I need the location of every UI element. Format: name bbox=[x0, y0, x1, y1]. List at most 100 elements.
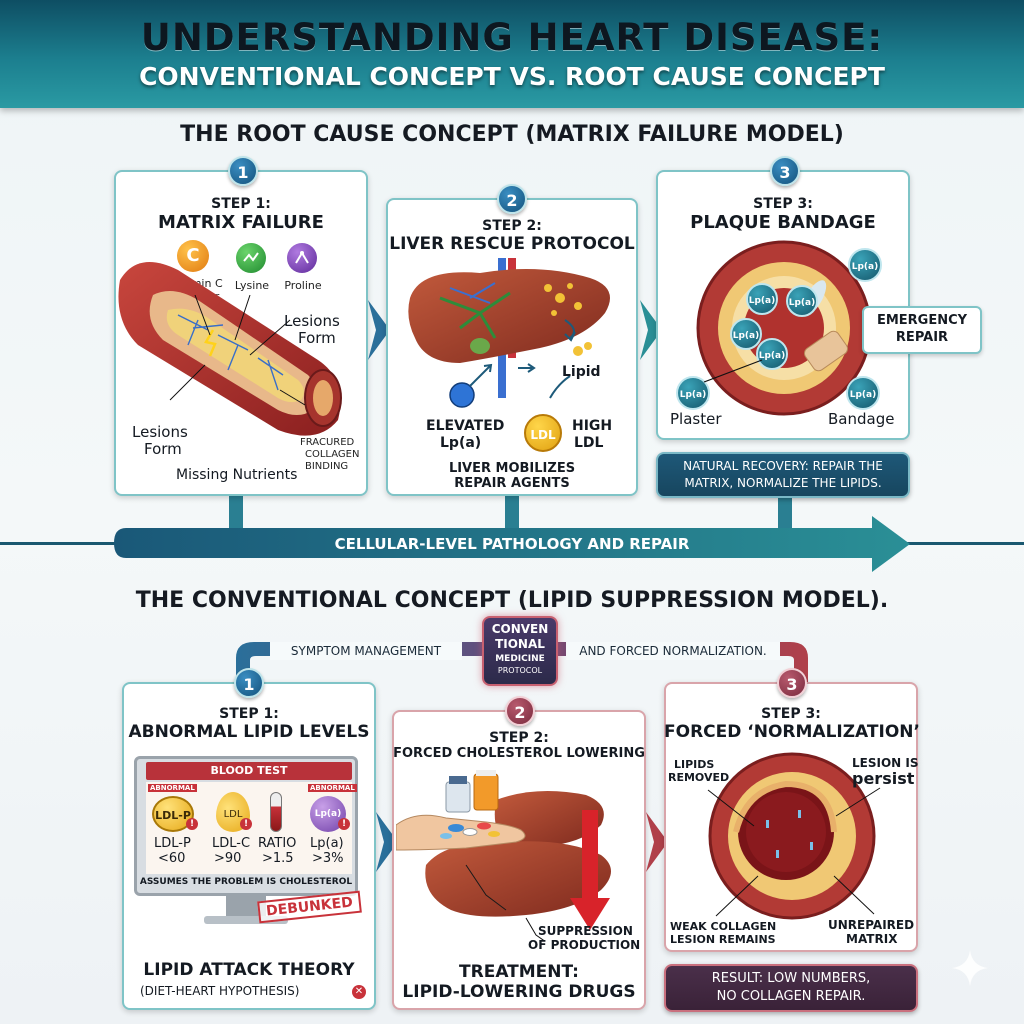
test-tube-icon bbox=[270, 792, 282, 832]
lpa-particle-7: Lp(a) bbox=[846, 376, 880, 410]
forced-label-bg bbox=[566, 642, 780, 660]
lipid-lowering-drugs: LIPID-LOWERING DRUGS bbox=[402, 982, 636, 1002]
lesions-form-left-2: Form bbox=[144, 440, 182, 458]
elevated-lpa-1: ELEVATED bbox=[426, 418, 505, 434]
conv-step3-label: STEP 3: bbox=[761, 706, 821, 722]
lpa-label: Lp(a) bbox=[310, 836, 344, 851]
alert-icon: ! bbox=[240, 818, 252, 830]
lesion-is-label: LESION IS bbox=[852, 756, 919, 770]
root-step1-badge: 1 bbox=[228, 156, 258, 186]
blood-test-label: BLOOD TEST bbox=[210, 764, 288, 777]
x-circle-icon: ✕ bbox=[352, 985, 366, 999]
root-step3-badge: 3 bbox=[770, 156, 800, 186]
assumes-cholesterol: ASSUMES THE PROBLEM IS CHOLESTEROL bbox=[139, 877, 353, 887]
pathology-arrow-label: CELLULAR-LEVEL PATHOLOGY AND REPAIR bbox=[334, 535, 690, 553]
plaster-pointer bbox=[703, 359, 763, 383]
ldl-c-value: >90 bbox=[214, 851, 242, 866]
lipids-removed-1: LIPIDS bbox=[674, 758, 715, 771]
protocol-line-1: CONVEN bbox=[491, 622, 549, 636]
repair-agents: REPAIR AGENTS bbox=[454, 476, 570, 491]
blood-test-header bbox=[146, 762, 352, 780]
step3-callout-lines bbox=[707, 787, 881, 917]
natural-recovery-box bbox=[656, 452, 910, 498]
lipids-removed-2: REMOVED bbox=[668, 771, 730, 784]
conv-step3-badge: 3 bbox=[777, 668, 807, 698]
root-step3-label: STEP 3: bbox=[753, 196, 813, 212]
result-line-1: RESULT: LOW NUMBERS, bbox=[711, 971, 871, 986]
root-step1-title: MATRIX FAILURE bbox=[158, 212, 324, 233]
unrepaired-2: MATRIX bbox=[846, 932, 898, 946]
conv-step1-label: STEP 1: bbox=[219, 706, 279, 722]
ratio-value: >1.5 bbox=[262, 851, 294, 866]
recovery-line-2: MATRIX, NORMALIZE THE LIPIDS. bbox=[684, 476, 882, 490]
lysine-label: Lysine bbox=[234, 279, 270, 292]
stem-1 bbox=[229, 496, 243, 530]
conv-section-title: THE CONVENTIONAL CONCEPT (LIPID SUPPRESS… bbox=[135, 588, 889, 613]
protocol-badge bbox=[482, 616, 558, 686]
root-step3-title: PLAQUE BANDAGE bbox=[690, 212, 876, 233]
ldl-c-label: LDL-C bbox=[212, 836, 251, 851]
sparkle-icon bbox=[952, 950, 988, 986]
conv-step1-title: ABNORMAL LIPID LEVELS bbox=[128, 722, 370, 742]
step1-callout-lines bbox=[169, 295, 306, 406]
suppression-label-1: SUPPRESSION bbox=[538, 924, 633, 938]
stem-3 bbox=[778, 496, 792, 530]
plaster-label: Plaster bbox=[670, 410, 722, 428]
high-ldl-1: HIGH bbox=[572, 418, 613, 434]
diet-heart-hypothesis: (DIET-HEART HYPOTHESIS) bbox=[140, 984, 300, 998]
chevron-right-icon bbox=[640, 300, 662, 360]
proline-icon bbox=[287, 243, 317, 273]
lesions-form-right: Lesions bbox=[284, 312, 340, 330]
forced-normalization-label: AND FORCED NORMALIZATION. bbox=[579, 644, 767, 658]
lpa-particle-4: Lp(a) bbox=[756, 338, 788, 370]
treatment-label: TREATMENT: bbox=[459, 962, 579, 982]
lipid-label: Lipid bbox=[562, 364, 601, 380]
monitor-base bbox=[204, 916, 288, 924]
chevron-right-icon bbox=[646, 812, 668, 872]
protocol-line-2: TIONAL bbox=[495, 637, 545, 651]
conv-step1-badge: 1 bbox=[234, 668, 264, 698]
fractured-label-2: COLLAGEN bbox=[305, 449, 360, 460]
unrepaired-1: UNREPAIRED bbox=[828, 918, 915, 932]
high-ldl-2: LDL bbox=[574, 435, 604, 451]
repair-label: REPAIR bbox=[895, 330, 949, 345]
ldl-p-label: LDL-P bbox=[154, 836, 191, 851]
elevated-lpa-2: Lp(a) bbox=[440, 435, 482, 451]
symptom-label-bg bbox=[270, 642, 462, 660]
ldl-p-particle-icon: LDL-P bbox=[152, 796, 194, 832]
weak-collagen-1: WEAK COLLAGEN bbox=[670, 920, 777, 933]
ldl-p-value: <60 bbox=[158, 851, 186, 866]
protocol-line-4: PROTOCOL bbox=[497, 666, 543, 675]
liver-illustration bbox=[408, 258, 610, 408]
alert-icon: ! bbox=[338, 818, 350, 830]
emergency-repair-callout bbox=[862, 306, 982, 354]
ldl-particle-icon: LDL bbox=[524, 414, 562, 452]
lpa-particle-1: Lp(a) bbox=[746, 283, 778, 315]
lpa-particle-5: Lp(a) bbox=[848, 248, 882, 282]
abnormal-tag-right: ABNORMAL bbox=[308, 784, 357, 792]
drugs-liver-illustration bbox=[396, 770, 611, 940]
result-line-2: NO COLLAGEN REPAIR. bbox=[716, 989, 866, 1004]
proline-label: Proline bbox=[284, 279, 322, 292]
conv-step3-title: FORCED ‘NORMALIZATION’ bbox=[664, 722, 920, 742]
vitamin-c-icon: C bbox=[177, 240, 209, 272]
lipid-attack-theory: LIPID ATTACK THEORY bbox=[143, 960, 355, 980]
abnormal-tag-left: ABNORMAL bbox=[148, 784, 197, 792]
conv-step2-badge: 2 bbox=[505, 696, 535, 726]
lpa-particle-2: Lp(a) bbox=[786, 285, 818, 317]
weak-collagen-2: LESION REMAINS bbox=[670, 933, 776, 946]
stem-2 bbox=[505, 496, 519, 530]
lysine-icon bbox=[236, 243, 266, 273]
chevron-right-icon bbox=[368, 300, 390, 360]
liver-mobilizes: LIVER MOBILIZES bbox=[448, 461, 576, 476]
result-box bbox=[664, 964, 918, 1012]
root-step2-title: LIVER RESCUE PROTOCOL bbox=[389, 234, 635, 254]
alert-icon: ! bbox=[186, 818, 198, 830]
bandage-label: Bandage bbox=[828, 410, 895, 428]
persist-label: persist bbox=[852, 769, 915, 788]
emergency-label: EMERGENCY bbox=[876, 313, 968, 328]
lesions-form-left: Lesions bbox=[132, 423, 188, 441]
artery-cross-section-unrepaired bbox=[708, 752, 876, 920]
lpa-value: >3% bbox=[312, 851, 344, 866]
root-step2-label: STEP 2: bbox=[482, 218, 542, 234]
